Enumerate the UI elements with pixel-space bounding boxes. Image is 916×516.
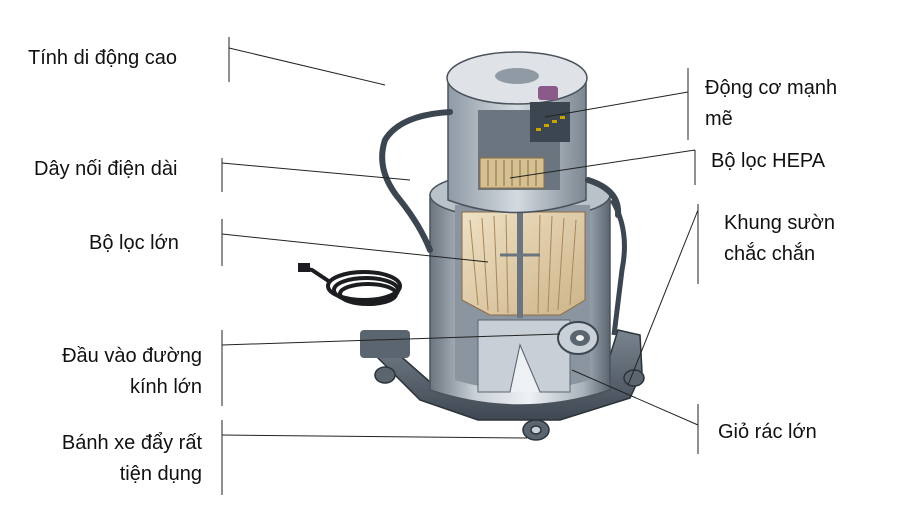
pointer-mobility	[228, 47, 386, 86]
hose	[379, 109, 622, 253]
label-dust-bin: Giỏ rác lớn	[718, 421, 817, 443]
label-motor-line1: Động cơ mạnh	[705, 77, 838, 99]
pointer-dust-bin	[571, 369, 699, 426]
pointer-inlet	[221, 333, 561, 346]
pointer-motor	[544, 91, 689, 118]
pointer-wheels	[221, 434, 528, 439]
label-inlet-line2: kính lớn	[129, 376, 202, 398]
label-frame-line1: Khung sườn	[724, 212, 836, 234]
large-filter	[461, 211, 586, 318]
label-frame-line2: chắc chắn	[724, 243, 816, 265]
label-wheels-line2: tiện dụng	[119, 463, 202, 485]
pointer-frame	[627, 209, 699, 386]
label-inlet-line1: Đầu vào đường	[62, 345, 202, 367]
pointer-power-cord	[221, 162, 411, 181]
pointer-hepa	[509, 149, 696, 179]
power-cord-coil	[301, 266, 402, 306]
label-power-cord: Dây nối điện dài	[34, 158, 178, 180]
label-wheels-line1: Bánh xe đẩy rất	[61, 432, 202, 454]
pointer-large-filter	[221, 233, 489, 263]
label-motor-line2: mẽ	[705, 108, 733, 130]
label-large-filter: Bộ lọc lớn	[89, 232, 179, 254]
inlet-port	[557, 321, 599, 355]
label-mobility: Tính di động cao	[28, 47, 177, 69]
motor-head	[446, 51, 588, 214]
plug-icon	[298, 263, 310, 272]
label-hepa-filter: Bộ lọc HEPA	[711, 150, 826, 172]
